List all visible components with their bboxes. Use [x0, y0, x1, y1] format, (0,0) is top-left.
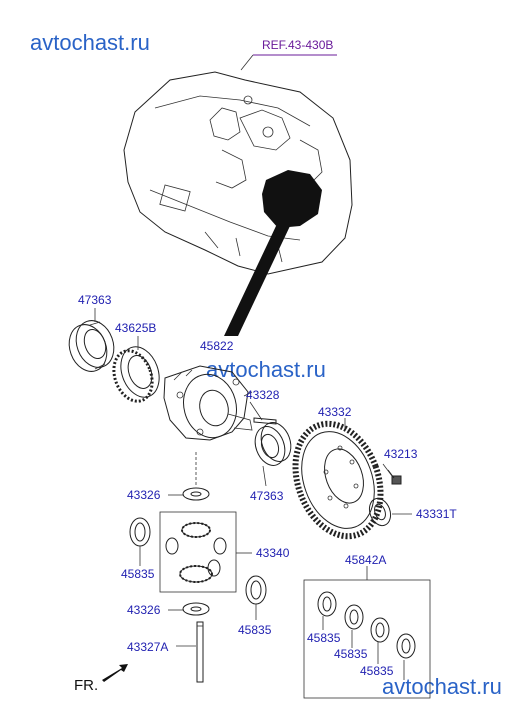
shim-45835-middle-drawing — [245, 575, 267, 605]
front-arrow-icon — [102, 664, 128, 682]
part-label-45835-kit-3[interactable]: 45835 — [360, 664, 394, 678]
reference-callout[interactable]: REF.43-430B — [240, 38, 337, 71]
part-label-45835-kit-2[interactable]: 45835 — [334, 647, 368, 661]
part-label-43340[interactable]: 43340 — [256, 546, 290, 560]
differential-case-drawing — [163, 365, 253, 441]
final-gear-43332-drawing — [292, 420, 384, 540]
reference-label[interactable]: REF.43-430B — [262, 38, 333, 52]
pin-43328-drawing — [253, 417, 277, 425]
leader-lines — [94, 308, 412, 680]
part-label-45835-middle[interactable]: 45835 — [238, 623, 272, 637]
bolt-43213-drawing — [387, 469, 402, 485]
front-direction-indicator: FR. — [74, 664, 128, 694]
shim-43331T-drawing — [368, 497, 392, 527]
part-label-43332[interactable]: 43332 — [318, 405, 352, 419]
part-label-43625B[interactable]: 43625B — [115, 321, 156, 335]
speedometer-gear-43625B-drawing — [112, 346, 160, 403]
washer-43326-top-drawing — [182, 452, 210, 501]
watermark-middle: avtochast.ru — [206, 357, 326, 382]
watermark-bottom: avtochast.ru — [382, 674, 502, 699]
part-label-43213[interactable]: 43213 — [384, 447, 418, 461]
front-direction-label: FR. — [74, 677, 98, 694]
part-label-45822[interactable]: 45822 — [200, 339, 234, 353]
bearing-47363-bottom-drawing — [254, 422, 292, 466]
pinion-gear-set-43340-drawing — [159, 511, 237, 593]
part-label-43331T[interactable]: 43331T — [416, 507, 457, 521]
bearing-47363-top-drawing — [68, 320, 115, 372]
part-label-45835-kit-1[interactable]: 45835 — [307, 631, 341, 645]
part-label-43327A[interactable]: 43327A — [127, 640, 168, 654]
part-label-43326-bottom[interactable]: 43326 — [127, 603, 161, 617]
shim-45835-left-drawing — [129, 517, 151, 547]
part-label-47363-bottom[interactable]: 47363 — [250, 489, 284, 503]
washer-43326-bottom-drawing — [182, 602, 210, 616]
part-label-45835-left[interactable]: 45835 — [121, 567, 155, 581]
shaft-43327A-drawing — [196, 621, 204, 683]
watermark-top: avtochast.ru — [30, 30, 150, 55]
part-label-43326-top[interactable]: 43326 — [127, 488, 161, 502]
part-label-45842A[interactable]: 45842A — [345, 553, 386, 567]
part-label-47363-top[interactable]: 47363 — [78, 293, 112, 307]
part-label-43328[interactable]: 43328 — [246, 388, 280, 402]
transaxle-housing-drawing — [123, 71, 353, 336]
